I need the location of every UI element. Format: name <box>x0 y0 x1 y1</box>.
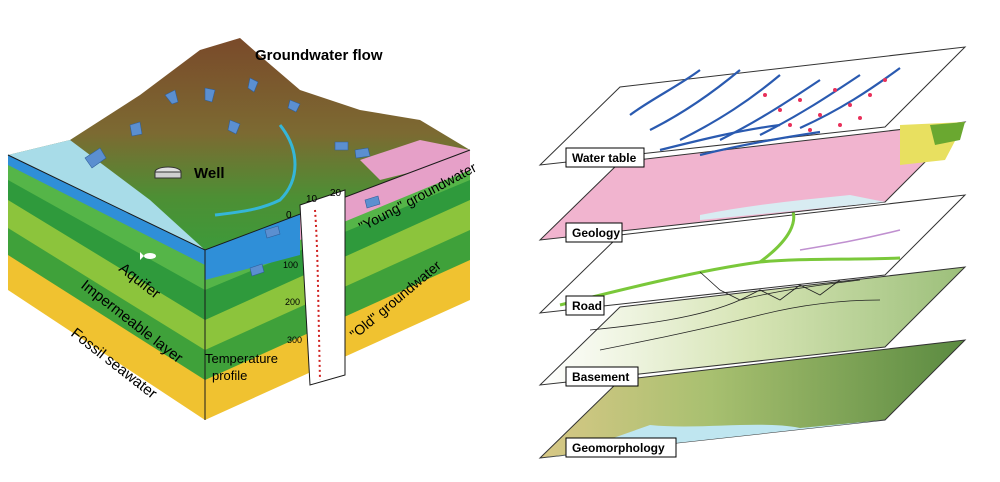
temp-tick-10: 10 <box>306 194 318 205</box>
block-diagram: Well 0 10 20 100 200 300 Groundwater flo… <box>7 38 479 420</box>
temperature-label-line2: profile <box>212 368 247 383</box>
water-table-contours <box>629 67 901 157</box>
well-label: Well <box>194 165 225 182</box>
temperature-label-line1: Temperature <box>205 351 278 366</box>
label-basement: Basement <box>572 370 629 384</box>
temp-tick-20: 20 <box>330 188 342 199</box>
label-road: Road <box>572 299 602 313</box>
label-geomorphology: Geomorphology <box>572 441 665 455</box>
temperature-curve <box>314 209 321 381</box>
fish-icon <box>140 252 156 260</box>
depth-tick-200: 200 <box>285 297 300 307</box>
layer-basement: Basement <box>538 266 967 387</box>
temp-tick-0: 0 <box>286 210 292 221</box>
river <box>214 124 297 217</box>
flow-arrows <box>84 77 381 277</box>
label-geology: Geology <box>572 226 620 240</box>
layer-geomorphology: Geomorphology <box>538 339 967 459</box>
depth-tick-100: 100 <box>283 260 298 270</box>
layer-stack: Geomorphology Basement Road G <box>538 46 967 459</box>
layer-water-table: Water table <box>538 46 967 168</box>
well-points <box>763 78 887 132</box>
well-icon <box>154 166 182 179</box>
depth-tick-300: 300 <box>287 335 302 345</box>
left-face-strata <box>8 155 205 420</box>
layer-road: Road <box>538 194 967 316</box>
groundwater-flow-title: Groundwater flow <box>255 47 383 64</box>
young-outcrop <box>360 140 470 180</box>
temperature-profile <box>299 189 346 386</box>
label-water-table: Water table <box>572 151 637 165</box>
sea-surface <box>8 140 205 250</box>
layer-geology: Geology <box>538 121 967 243</box>
